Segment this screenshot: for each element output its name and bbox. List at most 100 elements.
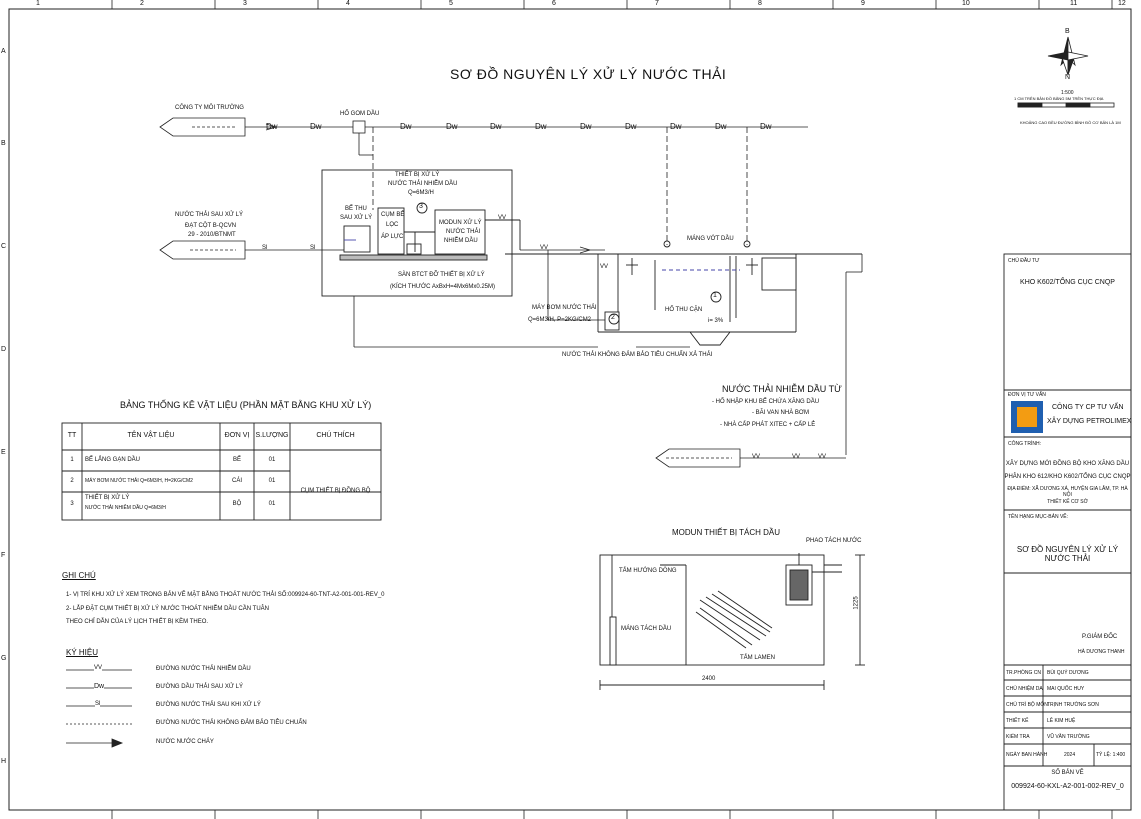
tb-project-2: PHÂN KHO 612/KHO K602/TỔNG CỤC CNQP <box>1004 474 1131 480</box>
legend-sym-1: VV <box>94 665 103 671</box>
device-label-3: Q=6M3/H <box>408 190 434 196</box>
tb-project-3: ĐỊA ĐIỂM: XÃ DƯƠNG XÁ, HUYỆN GIA LÂM, TP… <box>1007 486 1128 498</box>
dw-label-2: Dw <box>310 122 322 131</box>
legend-label-5: NƯỚC NƯỚC CHẢY <box>156 739 214 745</box>
slab-label-1: SÀN BTCT ĐỠ THIẾT BỊ XỬ LÝ <box>398 272 485 278</box>
tb-consultant-label: ĐƠN VỊ TƯ VẤN <box>1008 392 1046 398</box>
oily-from-title: NƯỚC THẢI NHIỄM DẦU TỪ <box>722 384 842 394</box>
ww-label-inlet-1: VV <box>752 454 761 460</box>
treated-outlet <box>159 240 605 260</box>
scale-line-1: 1 CM TRÊN BẢN ĐỒ BẰNG 5M TRÊN THỰC ĐỊA <box>1014 96 1104 101</box>
tb-project-1: XÂY DỰNG MỚI ĐỒNG BỘ KHO XĂNG DẦU <box>1005 461 1130 467</box>
ww-label-inlet-3: VV <box>818 454 827 460</box>
note-3: THEO CHỈ DẪN CỦA LÝ LỊCH THIẾT BỊ KÈM TH… <box>66 619 209 625</box>
tb-director-role: P.GIÁM ĐỐC <box>1082 634 1118 640</box>
row1-unit: BỂ <box>232 457 241 463</box>
tb-scale: TỶ LỆ: 1:400 <box>1096 752 1126 758</box>
scale-ratio: 1:500 <box>1061 90 1074 96</box>
row1-name: BỂ LẮNG GẠN DẦU <box>85 457 141 463</box>
tb-dwg-no-label: SỐ BẢN VẼ <box>1051 770 1084 776</box>
tb-issue-year: 2024 <box>1064 752 1076 758</box>
notes-title: GHI CHÚ <box>62 571 96 580</box>
tb-dwg-no: 009924-60-KXL-A2-001-002-REV_0 <box>1011 783 1124 790</box>
tb-staff-role-1: TR.PHÒNG CN <box>1006 670 1041 676</box>
row-mark-g: G <box>1 655 7 662</box>
filter-label-2: LỌC <box>386 222 399 228</box>
dw-label-6: Dw <box>535 122 547 131</box>
legend-sym-2: Dw <box>94 683 105 690</box>
oily-source-2: - BÃI VAN NHÀ BƠM <box>752 410 810 416</box>
tb-project-4: THIẾT KẾ CƠ SỞ <box>1047 499 1088 505</box>
dw-label-3: Dw <box>400 122 412 131</box>
row-mark-f: F <box>1 552 6 559</box>
th-unit: ĐƠN VỊ <box>224 432 250 439</box>
separator-module-drawing <box>599 553 865 690</box>
oily-source-3: - NHÀ CẤP PHÁT XITEC + CẤP LẺ <box>720 422 816 428</box>
device-label-1: THIẾT BỊ XỬ LÝ <box>395 172 440 178</box>
col-mark-5: 5 <box>449 0 453 7</box>
row3-tt: 3 <box>70 501 74 507</box>
dw-label-8: Dw <box>625 122 637 131</box>
legend-label-4: ĐƯỜNG NƯỚC THẢI KHÔNG ĐẢM BẢO TIÊU CHUẨN <box>156 720 307 726</box>
dw-label-7: Dw <box>580 122 592 131</box>
tb-staff-name-4: LÊ KIM HUỆ <box>1047 718 1076 724</box>
tb-staff-role-2: CHỦ NHIỆM DA <box>1006 686 1043 692</box>
col-mark-1: 1 <box>36 0 40 7</box>
note-1: 1- VỊ TRÍ KHU XỬ LÝ XEM TRONG BẢN VẼ MẶT… <box>66 592 385 598</box>
treated-label-1: NƯỚC THẢI SAU XỬ LÝ <box>175 212 243 218</box>
materials-title: BẢNG THỐNG KÊ VẬT LIỆU (PHẦN MẶT BẰNG KH… <box>120 400 372 410</box>
col-mark-7: 7 <box>655 0 659 7</box>
bypass-lines <box>353 250 863 455</box>
note-2: 2- LẮP ĐẶT CỤM THIẾT BỊ XỬ LÝ NƯỚC THOÁT… <box>66 606 269 612</box>
row-mark-a: A <box>1 48 6 55</box>
module-lamen-label: TẤM LAMEN <box>740 655 776 661</box>
th-note: CHÚ THÍCH <box>316 432 355 439</box>
tb-issue-label: NGÀY BAN HÀNH <box>1006 752 1048 758</box>
row-mark-h: H <box>1 758 7 765</box>
marker-2: 2 <box>611 314 615 321</box>
module-height: 1225 <box>853 596 860 610</box>
treatment-device-frame <box>321 169 521 297</box>
untreated-label: NƯỚC THẢI KHÔNG ĐẢM BẢO TIÊU CHUẨN XẢ TH… <box>562 352 713 358</box>
row2-name: MÁY BƠM NƯỚC THẢI Q=6M3/H, H=2KG/CM2 <box>85 478 193 484</box>
slope-label: i= 3% <box>708 318 724 324</box>
sl-label-2: Sl <box>310 245 316 251</box>
dw-label-1: Dw <box>266 122 278 131</box>
legend-label-3: ĐƯỜNG NƯỚC THẢI SAU KHI XỬ LÝ <box>156 702 261 708</box>
col-mark-8: 8 <box>758 0 762 7</box>
tb-director-name: HÀ DƯƠNG THANH <box>1078 649 1125 655</box>
device-label-2: NƯỚC THẢI NHIỄM DẦU <box>388 181 458 187</box>
ww-label-outlet-1: VV <box>540 245 549 251</box>
oil-return-line <box>159 117 808 245</box>
row3-unit: BỘ <box>232 501 242 507</box>
th-qty: S.LƯỢNG <box>255 432 289 439</box>
tb-staff-name-1: BÙI QUÝ DƯƠNG <box>1047 670 1089 676</box>
tb-project-label: CÔNG TRÌNH: <box>1008 441 1041 447</box>
col-mark-12: 12 <box>1118 0 1126 7</box>
marker-1: 1 <box>713 292 717 299</box>
sl-label-1: Sl <box>262 245 268 251</box>
north-arrow-icon <box>1017 36 1115 108</box>
row-mark-e: E <box>1 449 6 456</box>
tb-staff-name-3: TRỊNH TRƯỜNG SƠN <box>1047 702 1099 708</box>
column-ticks <box>111 0 1113 819</box>
ww-label-inlet-2: VV <box>792 454 801 460</box>
tb-investor: KHO K602/TỔNG CỤC CNQP <box>1020 279 1115 286</box>
tank-after-label-1: BỂ THU <box>345 206 367 212</box>
tb-consultant-2: XÂY DỰNG PETROLIMEX <box>1047 418 1132 425</box>
settling-tank <box>505 240 862 346</box>
row2-unit: CÁI <box>231 478 242 484</box>
north-top-letter: B <box>1065 28 1070 35</box>
ww-label-device: VV <box>498 215 507 221</box>
tb-consultant-1: CÔNG TY CP TƯ VẤN <box>1052 404 1124 411</box>
module-label-3: NHIỄM DẦU <box>444 238 478 244</box>
tb-staff-role-3: CHỦ TRÌ BỘ MÔN <box>1006 702 1048 708</box>
row1-qty: 01 <box>268 457 276 463</box>
module-float-label: PHAO TÁCH NƯỚC <box>806 538 862 544</box>
titleblock-grid <box>1003 253 1132 811</box>
pump-label-2: Q=6M3/H, P=2KG/CM2 <box>528 317 592 323</box>
module-trough-label: MÁNG TÁCH DẦU <box>621 626 672 632</box>
sump-label: HỐ THU CẶN <box>665 307 703 313</box>
tb-drawing-name: SƠ ĐỒ NGUYÊN LÝ XỬ LÝ NƯỚC THẢI <box>1016 545 1119 563</box>
col-mark-4: 4 <box>346 0 350 7</box>
